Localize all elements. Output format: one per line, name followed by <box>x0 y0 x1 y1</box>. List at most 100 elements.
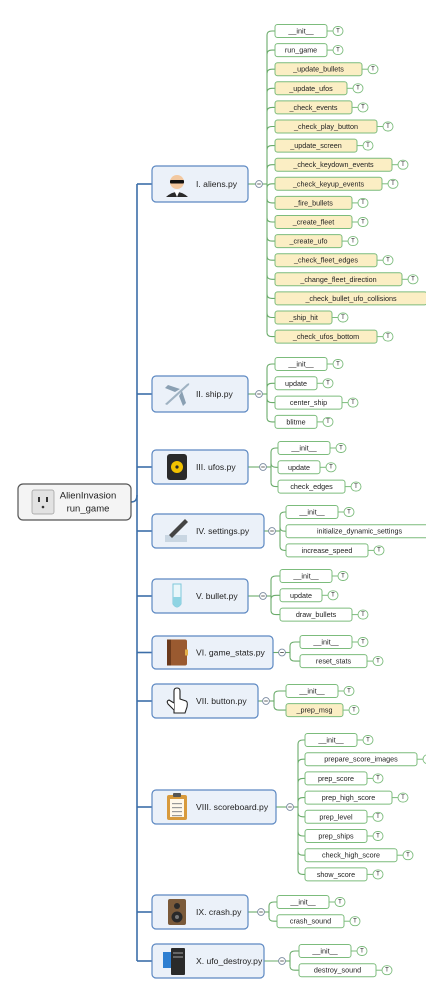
method-node-aliens[interactable]: _update_bullets <box>274 62 363 77</box>
text-note-badge[interactable]: T <box>372 831 384 841</box>
collapse-toggle[interactable] <box>268 527 276 535</box>
collapse-toggle[interactable] <box>257 908 265 916</box>
method-node-scoreboard[interactable]: __init__ <box>304 733 358 747</box>
method-node-settings[interactable]: increase_speed <box>285 543 369 558</box>
method-node-ufo-destroy[interactable]: destroy_sound <box>298 963 377 978</box>
method-node-ship[interactable]: blitme <box>274 414 318 429</box>
method-node-aliens[interactable]: _create_ufo <box>274 234 343 249</box>
text-note-badge[interactable]: T <box>407 274 419 285</box>
method-node-ufo-destroy[interactable]: __init__ <box>298 944 352 958</box>
module-node-game-stats[interactable]: VI. game_stats.py <box>151 635 274 670</box>
method-node-ufos[interactable]: update <box>277 460 321 475</box>
module-node-ship[interactable]: II. ship.py <box>151 375 249 413</box>
collapse-toggle[interactable] <box>255 390 263 398</box>
text-note-badge[interactable]: T <box>325 462 337 473</box>
method-node-aliens[interactable]: _check_keydown_events <box>274 157 393 172</box>
method-node-aliens[interactable]: _check_bullet_ufo_collisions <box>274 291 426 306</box>
text-note-badge[interactable]: T <box>387 178 399 189</box>
method-node-scoreboard[interactable]: prep_high_score <box>304 790 393 805</box>
text-note-badge[interactable]: T <box>402 850 414 861</box>
collapse-toggle[interactable] <box>278 648 286 657</box>
module-node-scoreboard[interactable]: VIII. scoreboard.py <box>151 789 277 825</box>
method-node-aliens[interactable]: _check_ufos_bottom <box>274 329 378 344</box>
text-note-badge[interactable]: T <box>332 26 344 36</box>
text-note-badge[interactable]: T <box>397 159 409 170</box>
text-note-badge[interactable]: T <box>372 869 384 880</box>
module-node-aliens[interactable]: I. aliens.py <box>151 165 249 203</box>
text-note-badge[interactable]: T <box>372 811 384 822</box>
method-node-aliens[interactable]: _update_screen <box>274 138 358 153</box>
text-note-badge[interactable]: T <box>382 255 394 266</box>
method-node-ship[interactable]: center_ship <box>274 395 343 410</box>
method-node-ufos[interactable]: __init__ <box>277 441 331 455</box>
collapse-toggle[interactable] <box>278 957 286 965</box>
method-node-scoreboard[interactable]: prepare_score_images <box>304 752 418 767</box>
text-note-badge[interactable]: T <box>332 45 344 56</box>
method-node-scoreboard[interactable]: prep_level <box>304 809 368 824</box>
text-note-badge[interactable]: T <box>332 359 344 369</box>
method-node-aliens[interactable]: _check_play_button <box>274 119 378 134</box>
text-note-badge[interactable]: T <box>335 443 347 453</box>
text-note-badge[interactable]: T <box>357 102 369 113</box>
method-node-ufos[interactable]: check_edges <box>277 479 346 494</box>
text-note-badge[interactable]: T <box>347 397 359 408</box>
text-note-badge[interactable]: T <box>327 590 339 601</box>
method-node-settings[interactable]: initialize_dynamic_settings <box>285 524 426 539</box>
method-node-scoreboard[interactable]: prep_ships <box>304 829 368 843</box>
text-note-badge[interactable]: T <box>337 312 349 323</box>
text-note-badge[interactable]: T <box>343 507 355 517</box>
text-note-badge[interactable]: T <box>357 217 369 227</box>
collapse-toggle[interactable] <box>259 592 267 600</box>
text-note-badge[interactable]: T <box>372 656 384 667</box>
method-node-bullet[interactable]: __init__ <box>279 569 333 583</box>
collapse-toggle[interactable] <box>262 697 270 705</box>
method-node-crash[interactable]: __init__ <box>276 895 330 909</box>
text-note-badge[interactable]: T <box>322 416 334 427</box>
method-node-aliens[interactable]: _check_events <box>274 100 353 115</box>
collapse-toggle[interactable] <box>286 803 294 811</box>
method-node-scoreboard[interactable]: check_high_score <box>304 848 398 863</box>
method-node-bullet[interactable]: update <box>279 588 323 603</box>
text-note-badge[interactable]: T <box>373 545 385 556</box>
text-note-badge[interactable]: T <box>381 965 393 976</box>
text-note-badge[interactable]: T <box>357 609 369 620</box>
module-node-ufo-destroy[interactable]: X. ufo_destroy.py <box>151 943 265 979</box>
text-note-badge[interactable]: T <box>362 140 374 151</box>
method-node-settings[interactable]: __init__ <box>285 505 339 519</box>
collapse-toggle[interactable] <box>255 180 263 188</box>
module-node-crash[interactable]: IX. crash.py <box>151 894 249 930</box>
module-node-button[interactable]: VII. button.py <box>151 683 259 719</box>
method-node-bullet[interactable]: draw_bullets <box>279 607 353 622</box>
text-note-badge[interactable]: T <box>357 637 369 647</box>
text-note-badge[interactable]: T <box>337 571 349 581</box>
text-note-badge[interactable]: T <box>347 236 359 247</box>
method-node-aliens[interactable]: run_game <box>274 43 328 58</box>
text-note-badge[interactable]: T <box>422 754 426 764</box>
method-node-aliens[interactable]: _check_fleet_edges <box>274 253 378 268</box>
text-note-badge[interactable]: T <box>348 705 360 716</box>
method-node-aliens[interactable]: _ship_hit <box>274 310 333 325</box>
method-node-scoreboard[interactable]: prep_score <box>304 771 368 786</box>
text-note-badge[interactable]: T <box>372 773 384 784</box>
text-note-badge[interactable]: T <box>357 197 369 208</box>
text-note-badge[interactable]: T <box>350 481 362 492</box>
text-note-badge[interactable]: T <box>322 378 334 389</box>
method-node-button[interactable]: _prep_msg <box>285 703 344 718</box>
method-node-aliens[interactable]: _create_fleet <box>274 215 353 229</box>
module-node-settings[interactable]: IV. settings.py <box>151 513 265 549</box>
collapse-toggle[interactable] <box>259 463 267 471</box>
method-node-ship[interactable]: __init__ <box>274 357 328 371</box>
method-node-aliens[interactable]: _change_fleet_direction <box>274 272 403 287</box>
module-node-ufos[interactable]: III. ufos.py <box>151 449 249 485</box>
text-note-badge[interactable]: T <box>343 686 355 696</box>
text-note-badge[interactable]: T <box>362 735 374 745</box>
text-note-badge[interactable]: T <box>367 64 379 75</box>
method-node-scoreboard[interactable]: show_score <box>304 867 368 882</box>
method-node-button[interactable]: __init__ <box>285 684 339 698</box>
method-node-aliens[interactable]: __init__ <box>274 24 328 38</box>
method-node-aliens[interactable]: _fire_bullets <box>274 195 353 210</box>
module-node-bullet[interactable]: V. bullet.py <box>151 578 249 614</box>
text-note-badge[interactable]: T <box>382 331 394 342</box>
method-node-crash[interactable]: crash_sound <box>276 914 345 929</box>
method-node-ship[interactable]: update <box>274 376 318 391</box>
